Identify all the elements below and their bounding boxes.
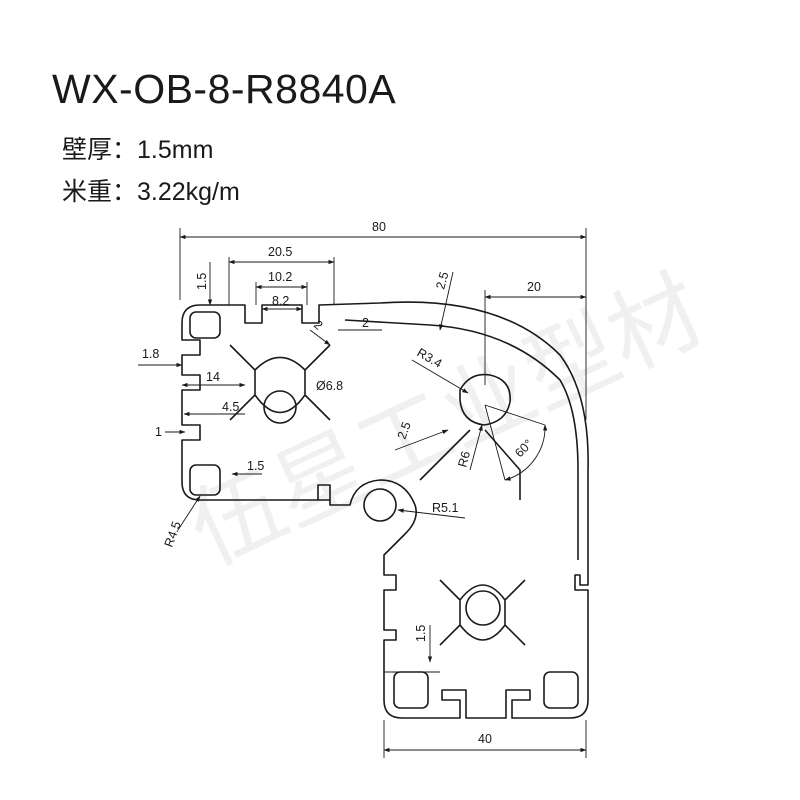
cavity-top-left [189,311,221,339]
cavity-bottom-right-2 [543,671,579,709]
dimension-lines [138,228,587,758]
dim-hole-6-8: Ø6.8 [316,379,343,393]
center-hole-lower [465,590,501,626]
wall-thickness-label: 壁厚：1.5mm [62,136,214,164]
outer-contour [181,301,589,719]
dim-offset-20: 20 [527,280,541,294]
dim-lip-2-a: 2 [311,318,325,333]
weight-per-meter-label: 米重：3.22kg/m [62,178,240,206]
dim-slot-20-5: 20.5 [268,245,292,259]
web-upper [229,344,331,421]
dim-side-1: 1 [155,425,162,439]
dim-web-2-5: 2.5 [395,420,414,441]
dim-lip-1-5-top: 1.5 [195,273,209,290]
dim-slot-8-2: 8.2 [272,294,289,308]
dim-radius-4-5: R4.5 [162,519,184,549]
dim-lip-1-5-lower: 1.5 [414,625,428,642]
dim-angle-60: 60° [512,437,535,460]
dim-lip-1-5-bottom: 1.5 [247,459,264,473]
dim-radius-6: R6 [455,450,473,469]
dim-radius-3-4: R3.4 [415,345,445,370]
dim-arc-2-5: 2.5 [433,270,451,290]
dim-side-4-5: 4.5 [222,400,239,414]
diag-web [419,429,521,500]
corner-hole [363,488,397,522]
dim-side-1-8: 1.8 [142,347,159,361]
dim-slot-10-2: 10.2 [268,270,292,284]
dim-width-80: 80 [372,220,386,234]
cavity-bottom-right-1 [393,671,429,709]
dim-side-14: 14 [206,370,220,384]
web-lower [439,579,526,646]
cavity-bottom-left [189,464,221,496]
dim-radius-5-1: R5.1 [432,501,458,515]
arc-slot [459,373,511,426]
center-hole-upper [263,390,297,424]
dim-width-40: 40 [478,732,492,746]
profile-outline [181,301,589,719]
dim-lip-2-b: 2 [362,316,369,330]
arc-inner-wall [344,319,579,560]
dimension-labels: 80 20.5 10.2 8.2 1.5 2 2 1.8 14 Ø6.8 4.5… [142,220,541,746]
page-title: WX-OB-8-R8840A [52,66,397,112]
